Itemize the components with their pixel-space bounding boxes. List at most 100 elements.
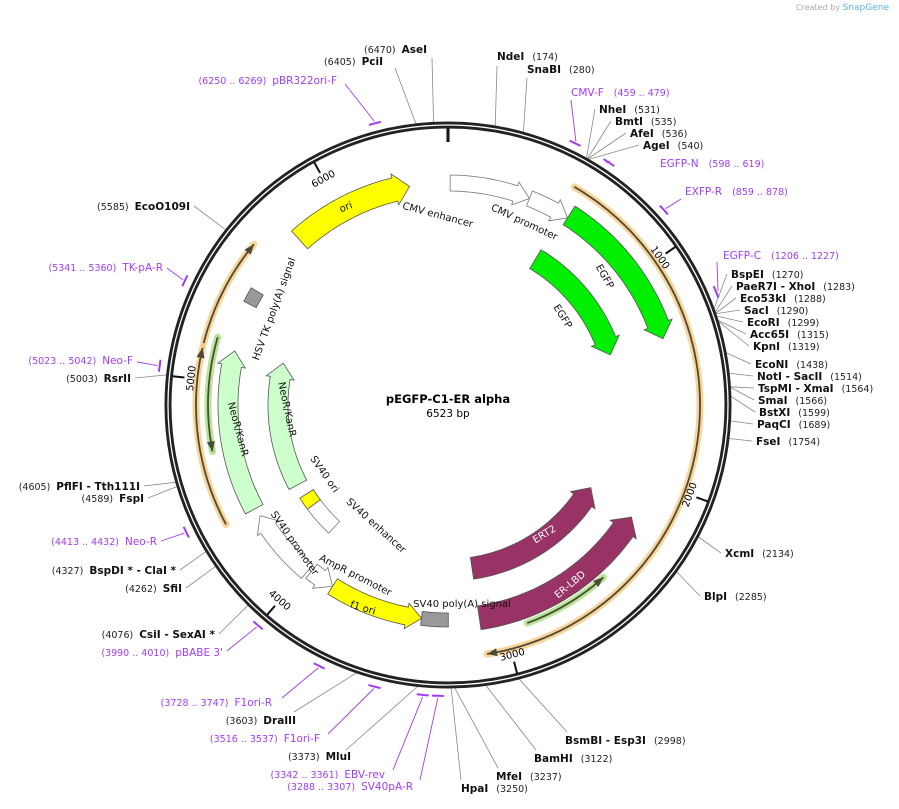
enzyme-line [148,486,177,498]
primer-binding-mark[interactable] [660,206,668,215]
enzyme-line [677,572,700,596]
enzyme-line [432,58,434,122]
enzyme-site-label[interactable]: (4605)PflFI - Tth111I [19,481,140,493]
primer-label[interactable]: EGFP-N(598 .. 619) [660,158,764,170]
feature-egfp[interactable] [530,250,620,355]
enzyme-site-label[interactable]: Eco53kI(1288) [740,293,826,305]
enzyme-position: (4262) [125,584,157,595]
enzyme-site-label[interactable]: EcoNI(1438) [755,359,828,371]
enzyme-site-label[interactable]: MfeI(3237) [496,771,562,783]
primer-binding-mark[interactable] [184,527,189,538]
primer-label[interactable]: (4413 .. 4432)Neo-R [51,536,157,548]
enzyme-site-label[interactable]: BmtI(535) [615,116,676,128]
enzyme-line [730,387,754,388]
primer-binding-mark[interactable] [182,275,187,286]
enzyme-site-label[interactable]: SacI(1290) [744,305,808,317]
enzyme-name: BlpI [704,591,727,603]
enzyme-site-label[interactable]: (3603)DraIII [226,715,296,727]
primer-label[interactable]: (3342 .. 3361)EBV-rev [271,769,386,781]
snapgene-logo: SnapGene [843,3,889,13]
feature-cmv-promoter[interactable] [527,191,568,221]
enzyme-site-label[interactable]: KpnI(1319) [753,341,820,353]
enzyme-site-label[interactable]: NotI - SacII(1514) [757,371,862,383]
enzyme-site-label[interactable]: (3373)MluI [288,751,351,763]
primer-binding-mark[interactable] [368,685,380,688]
enzyme-site-label[interactable]: NdeI(174) [497,51,558,63]
enzyme-position: (1566) [796,396,828,407]
enzyme-site-label[interactable]: XcmI(2134) [725,548,794,560]
primer-range: (459 .. 479) [614,88,670,99]
primer-line [161,533,184,541]
enzyme-site-label[interactable]: BamHI(3122) [534,753,612,765]
enzyme-site-label[interactable]: (6405)PciI [324,56,383,68]
enzyme-site-label[interactable]: PaeR7I - XhoI(1283) [736,281,855,293]
enzyme-site-label[interactable]: (4262)SfiI [125,583,182,595]
primer-label[interactable]: (3288 .. 3307)SV40pA-R [287,781,413,793]
feature-cmv-enhancer[interactable] [450,175,529,205]
orf-arrow[interactable] [207,337,218,451]
enzyme-site-label[interactable]: HpaI(3250) [461,783,528,795]
enzyme-line [588,133,626,159]
enzyme-name: SmaI [758,395,788,407]
primer-label[interactable]: (3516 .. 3537)F1ori-F [210,733,320,745]
primer-label[interactable]: (5341 .. 5360)TK-pA-R [48,262,163,274]
enzyme-site-label[interactable]: (6470)AseI [364,44,427,56]
enzyme-site-label[interactable]: AgeI(540) [643,140,703,152]
enzyme-site-label[interactable]: AfeI(536) [630,128,687,140]
enzyme-site-label[interactable]: EcoRI(1299) [747,317,819,329]
enzyme-site-label[interactable]: (4589)FspI [82,493,144,505]
primer-label[interactable]: (3990 .. 4010)pBABE 3' [101,647,223,659]
enzyme-site-label[interactable]: TspMI - XmaI(1564) [758,383,873,395]
enzyme-site-label[interactable]: NheI(531) [599,104,660,116]
enzyme-position: (1689) [799,420,831,431]
primer-label[interactable]: (6250 .. 6269)pBR322ori-F [198,75,337,87]
enzyme-line [726,353,751,364]
enzyme-site-label[interactable]: SmaI (1566) [758,395,827,407]
enzyme-site-label[interactable]: Acc65I(1315) [750,329,829,341]
primer-binding-mark[interactable] [369,122,381,125]
primer-label[interactable]: (3728 .. 3747)F1ori-R [161,697,272,709]
primer-binding-mark[interactable] [417,694,429,695]
primer-binding-mark[interactable] [314,663,325,668]
enzyme-site-label[interactable]: (4076)CsiI - SexAI * [102,629,216,641]
enzyme-name: TspMI - XmaI [758,383,834,395]
enzyme-position: (3237) [530,772,562,783]
primer-line [717,262,718,291]
enzyme-site-label[interactable]: BsmBI - Esp3I(2998) [565,735,686,747]
primer-line [345,84,374,121]
feature-shape [450,175,529,205]
primer-binding-mark[interactable] [159,360,161,372]
feature-hsv-tk-poly-a-signal[interactable] [244,288,263,308]
enzyme-position: (1599) [798,408,830,419]
enzyme-site-label[interactable]: (5003)RsrII [66,373,131,385]
enzyme-site-label[interactable]: BspEI(1270) [731,269,803,281]
enzyme-site-label[interactable]: BstXI(1599) [759,407,830,419]
primer-binding-mark[interactable] [604,159,615,166]
enzyme-position: (536) [662,129,688,140]
enzyme-line [294,673,357,712]
enzyme-site-label[interactable]: (5585)EcoO109I [97,201,190,213]
enzyme-site-label[interactable]: FseI(1754) [756,436,820,448]
primer-label[interactable]: (5023 .. 5042)Neo-F [28,355,133,367]
enzyme-position: (2285) [735,592,767,603]
enzyme-site-label[interactable]: BlpI (2285) [704,591,767,603]
primer-binding-mark[interactable] [570,141,581,146]
enzyme-line [144,482,176,486]
enzyme-line [589,145,639,159]
primer-label[interactable]: CMV-F(459 .. 479) [571,87,670,99]
feature-shape [527,191,568,221]
enzyme-site-label[interactable]: (4327)BspDI * - ClaI * [52,565,177,577]
primer-label[interactable]: EGFP-C(1206 .. 1227) [723,250,839,262]
enzyme-site-label[interactable]: PaqCI(1689) [757,419,830,431]
enzyme-site-label[interactable]: SnaBI(280) [527,64,595,76]
enzyme-line [219,605,248,634]
primer-range: (3728 .. 3747) [161,698,229,709]
feature-sv40-poly-a-signal[interactable] [421,611,449,627]
primer-range: (3990 .. 4010) [101,648,169,659]
enzyme-position: (535) [651,117,677,128]
primer-label[interactable]: EXFP-R(859 .. 878) [685,186,788,198]
enzyme-line [180,552,206,570]
feature-egfp[interactable] [563,206,672,339]
enzyme-name: HpaI [461,783,488,795]
enzyme-position: (1288) [794,294,826,305]
